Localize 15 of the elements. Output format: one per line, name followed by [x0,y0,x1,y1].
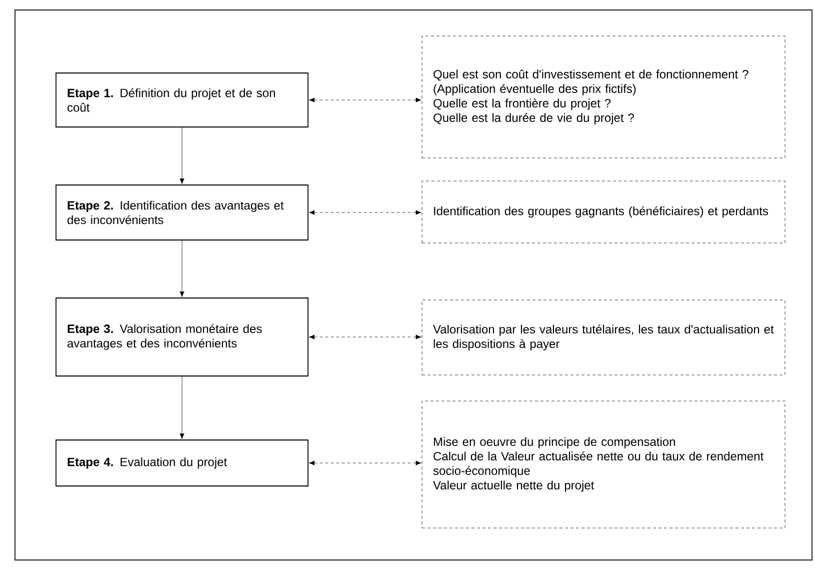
step-box: Etape 1. Définition du projet et de son coût [56,72,308,128]
dashed-double-arrow [309,334,422,340]
step-box: Etape 2. Identification des avantages et des inconvénients [56,184,308,240]
dashed-double-arrow [309,210,422,215]
arrow [180,127,184,184]
note-box: Valorisation par les valeurs tutélaires, les taux d'actualisation et les dispositions à payer [422,300,786,376]
arrow [180,376,184,439]
note-box: Quel est son coût d'investissement et de fonctionnement ? (Application éventuelle des prix fictifs) Quelle est la frontière du projet ? Quelle est la durée de vie du projet ? [422,36,786,158]
dashed-double-arrow [309,98,422,102]
note-box: Mise en oeuvre du principe de compensation Calcul de la Valeur actualisée nette ou du taux de rendement socio-économique Valeur actuelle nette du projet [422,400,786,528]
note-box: Identification des groupes gagnants (bénéficiaires) et perdants [422,180,786,244]
step-box: Etape 4. Evaluation du projet [56,440,308,486]
arrow [180,240,184,297]
dashed-double-arrow [309,460,422,466]
step-box: Etape 3. Valorisation monétaire des avantages et des inconvénients [56,298,308,376]
